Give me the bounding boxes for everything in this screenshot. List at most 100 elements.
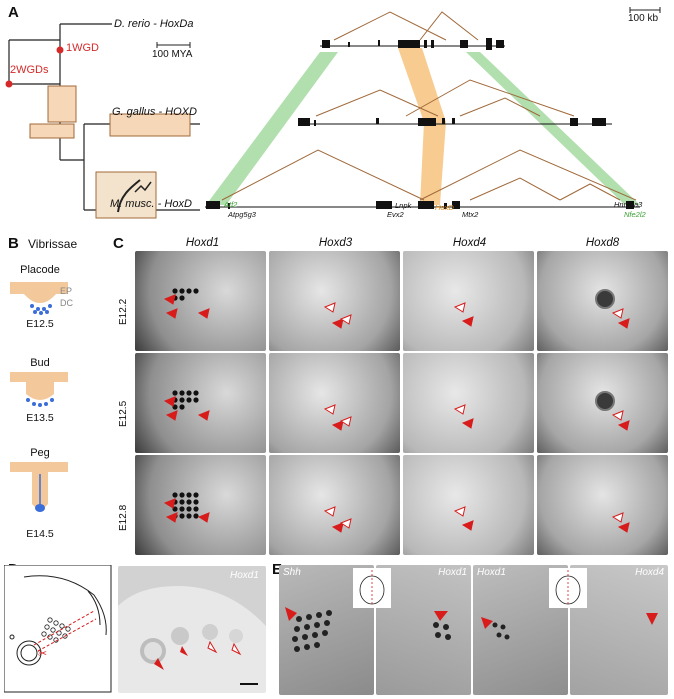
arrowhead-open [611,512,624,523]
wgd2-label: 2WGDs [10,64,49,76]
whisker-spot [179,492,185,498]
whisker-spot [179,295,185,301]
gene-mtx2: Mtx2 [462,210,479,219]
whisker-spot [193,513,199,519]
in-situ-photo-hoxd8-e122 [537,251,668,351]
arrowhead-filled [617,318,630,329]
col-title-hoxd3: Hoxd3 [318,237,353,249]
section-photo: Hoxd1 [118,566,266,693]
placode-diagram [10,282,68,315]
arrowhead-filled [163,498,176,509]
arrowhead-open [323,404,336,415]
col-title-hoxd4: Hoxd4 [452,237,487,249]
arrowhead-filled [461,520,474,531]
whisker-spot [179,506,185,512]
whisker-spot [179,288,185,294]
arrowhead-open [453,302,466,313]
whisker-spot [179,499,185,505]
mya-scale-label: 100 MYA [152,49,193,60]
peg-diagram [10,462,68,512]
panel-c-letter: C [113,235,124,252]
arrowhead-filled [163,396,176,407]
eye [595,289,615,309]
whisker-spot [193,499,199,505]
e-label-1: Shh [283,567,301,578]
whisker-spot [172,404,178,410]
peg-title: Peg [30,447,50,459]
gene-atf2: Atf2 [224,200,238,209]
ep-label: EP [60,286,73,296]
arrowhead-filled [197,512,210,523]
wgd1-dot [56,46,64,54]
arrowhead-filled [165,410,178,421]
e-label-3: Hoxd1 [477,567,506,578]
kb-scale-label: 100 kb [628,13,659,24]
green-band-left [206,52,338,205]
whisker-spot [186,492,192,498]
col-title-hoxd1: Hoxd1 [185,237,220,249]
col-title-hoxd8: Hoxd8 [585,237,620,249]
whisker-spot [193,492,199,498]
fin-thumb-1 [47,85,77,123]
panel-a-letter: A [8,4,19,21]
arrowhead-open [323,506,336,517]
arrowhead-filled [331,420,344,431]
whisker-spot [179,404,185,410]
species-mouse: M. musc. - HoxD [110,198,192,210]
whisker-spot [179,513,185,519]
in-situ-photo-hoxd1-e128 [135,455,266,555]
whisker-spot [193,506,199,512]
gene-hoxd: HoxD [435,203,454,212]
panel-b-letter: B [8,235,19,252]
in-situ-photo-hoxd3-e122 [269,251,400,351]
e-photo-2: Hoxd1 [376,565,471,695]
hoxd-orange-band [398,48,446,205]
bud-title: Bud [30,357,50,369]
arrowhead-filled [165,308,178,319]
arrowhead-filled [163,294,176,305]
arrowhead-open [339,314,352,325]
arrowhead-open [323,302,336,313]
bud-diagram [10,372,68,407]
gene-evx2: Evx2 [387,210,404,219]
whisker-spot [193,390,199,396]
svg-text:✂: ✂ [38,647,47,660]
whisker-spot [186,506,192,512]
whisker-spot [186,499,192,505]
row-label-e128: E12.8 [118,504,129,531]
in-situ-photo-hoxd1-e125 [135,353,266,453]
species-zebrafish: D. rerio - HoxDa [114,18,194,30]
arrowhead-filled [617,522,630,533]
whisker-spot [179,390,185,396]
mouse-thumb [95,171,157,219]
arrowhead-filled [331,522,344,533]
panel-e-letter: E [272,561,283,578]
arrowhead-filled [461,418,474,429]
row-label-e125: E12.5 [118,400,129,427]
whisker-spot [186,288,192,294]
whisker-spot [172,288,178,294]
in-situ-photo-hoxd4-e125 [403,353,534,453]
arrowhead-open [339,518,352,529]
arrowhead-open [339,416,352,427]
in-situ-photo-hoxd3-e125 [269,353,400,453]
fin-thumb-2 [29,123,75,139]
section-schematic: ✂ [4,565,112,693]
in-situ-photo-hoxd1-e122 [135,251,266,351]
bud-age: E13.5 [26,412,54,424]
arrowhead-open [611,308,624,319]
e-inset-skull-1 [353,568,391,608]
section-photo-label: Hoxd1 [230,570,259,581]
in-situ-photo-hoxd4-e128 [403,455,534,555]
arrowhead-open [453,506,466,517]
whisker-spot [172,390,178,396]
in-situ-photo-hoxd8-e128 [537,455,668,555]
arrowhead-filled [617,420,630,431]
whisker-spot [193,397,199,403]
e-inset-skull-2 [549,568,587,608]
gene-lnpk: Lnpk [395,201,412,210]
gene-atpg: Atpg5g3 [228,210,256,219]
e-label-2: Hoxd1 [438,567,467,578]
e-label-4: Hoxd4 [635,567,664,578]
panel-b-title: Vibrissae [28,237,78,251]
